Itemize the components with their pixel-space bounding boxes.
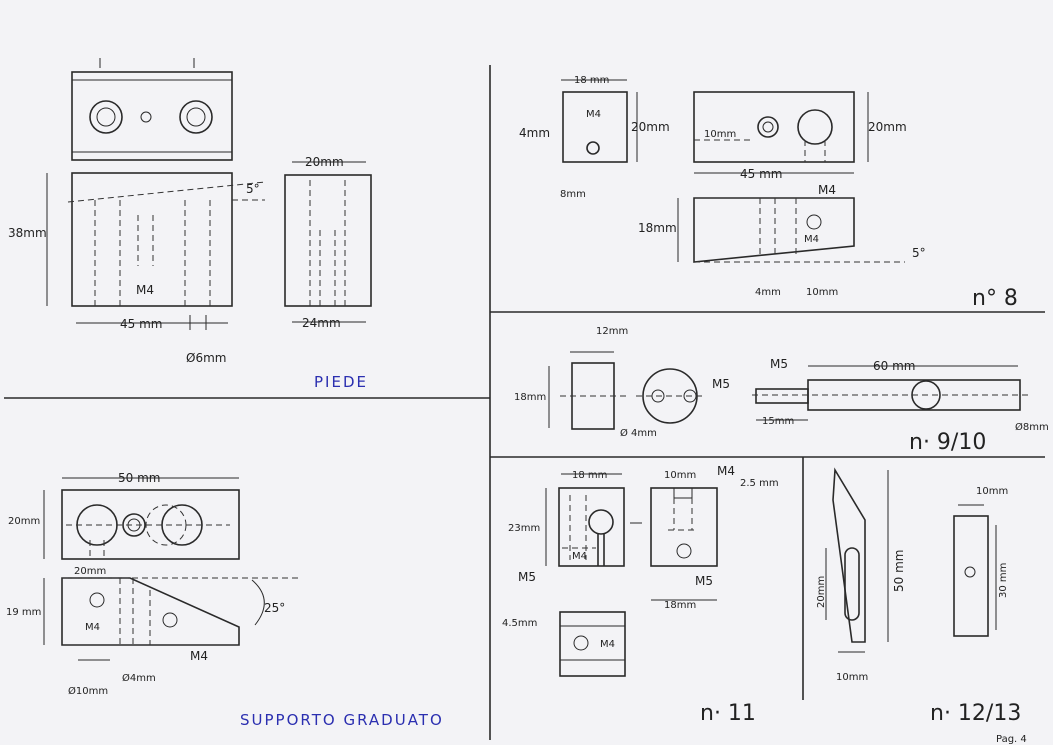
supporto-drawing	[43, 477, 300, 661]
n11-dim-18: 18 mm	[572, 470, 607, 481]
n11-m5b: M5	[695, 574, 713, 588]
n910-m5b: M5	[770, 357, 788, 371]
n910-dim-8: Ø8mm	[1015, 421, 1049, 433]
piede-drawing	[46, 58, 372, 330]
n8-m4b: M4	[818, 183, 836, 197]
piede-title: PIEDE	[314, 373, 368, 391]
supporto-m4a: M4	[85, 622, 100, 633]
n910-dim-15: 15mm	[762, 416, 794, 427]
n8-drawing	[561, 79, 905, 263]
n1213-drawing	[825, 467, 997, 653]
n910-m5a: M5	[712, 377, 730, 391]
n1213-dim-20: 20mm	[816, 576, 827, 608]
piede-dim-height: 38mm	[8, 226, 47, 240]
n11-dim-23: 23mm	[508, 523, 540, 534]
n11-m4b: M4	[572, 551, 587, 562]
page-number: Pag. 4	[996, 734, 1027, 745]
piede-angle: 5°	[246, 182, 260, 196]
n11-m5: M5	[518, 570, 536, 584]
n8-dim-18: 18 mm	[574, 75, 609, 86]
supporto-dim-10: Ø10mm	[68, 685, 108, 697]
n11-dim-10: 10mm	[664, 470, 696, 481]
n8-dim-10: 10mm	[704, 129, 736, 140]
n8-dim-4: 4mm	[519, 126, 550, 140]
n11-m4: M4	[717, 464, 735, 478]
piede-dim-top-width: 20mm	[305, 155, 344, 169]
n11-dim-25: 2.5 mm	[740, 478, 779, 489]
n8-dim-18b: 18mm	[638, 221, 677, 235]
supporto-dim-20b: 20mm	[74, 566, 106, 577]
supporto-dim-20: 20mm	[8, 516, 40, 527]
n11-m4c: M4	[600, 639, 615, 650]
n1213-label: n· 12/13	[930, 701, 1021, 726]
n1213-dim-10: 10mm	[976, 486, 1008, 497]
supporto-title: SUPPORTO GRADUATO	[240, 711, 444, 729]
supporto-dim-50: 50 mm	[118, 471, 160, 485]
n910-dim-18: 18mm	[514, 392, 546, 403]
n910-dim-12: 12mm	[596, 326, 628, 337]
n910-dim-60: 60 mm	[873, 359, 915, 373]
piede-thread: M4	[136, 283, 154, 297]
n8-label: n° 8	[972, 286, 1018, 311]
n11-dim-45: 4.5mm	[502, 618, 537, 629]
n1213-dim-30: 30 mm	[998, 563, 1009, 598]
piede-hole-diam: Ø6mm	[186, 351, 226, 365]
piede-dim-width: 45 mm	[120, 317, 162, 331]
n8-dim-20a: 20mm	[631, 120, 670, 134]
frame-lines	[4, 65, 1045, 740]
n8-m4c: M4	[804, 234, 819, 245]
n8-m4a: M4	[586, 109, 601, 120]
n1213-dim-50: 50 mm	[892, 550, 906, 592]
supporto-dim-4: Ø4mm	[122, 672, 156, 684]
n8-dim-8: 8mm	[560, 189, 586, 200]
n1213-dim-10b: 10mm	[836, 672, 868, 683]
supporto-angle: 25°	[264, 601, 285, 615]
n910-drawing	[548, 351, 1030, 430]
supporto-dim-19: 19 mm	[6, 607, 41, 618]
n8-angle: 5°	[912, 246, 926, 260]
n11-label: n· 11	[700, 701, 756, 726]
n8-dim-45: 45 mm	[740, 167, 782, 181]
supporto-m4b: M4	[190, 649, 208, 663]
n11-drawing	[545, 473, 718, 677]
n11-dim-18b: 18mm	[664, 600, 696, 611]
n8-dim-10b: 10mm	[806, 287, 838, 298]
n8-dim-20b: 20mm	[868, 120, 907, 134]
n8-dim-4b: 4mm	[755, 287, 781, 298]
n910-label: n· 9/10	[909, 430, 986, 455]
piede-dim-side-width: 24mm	[302, 316, 341, 330]
n910-dim-4: Ø 4mm	[620, 427, 657, 439]
